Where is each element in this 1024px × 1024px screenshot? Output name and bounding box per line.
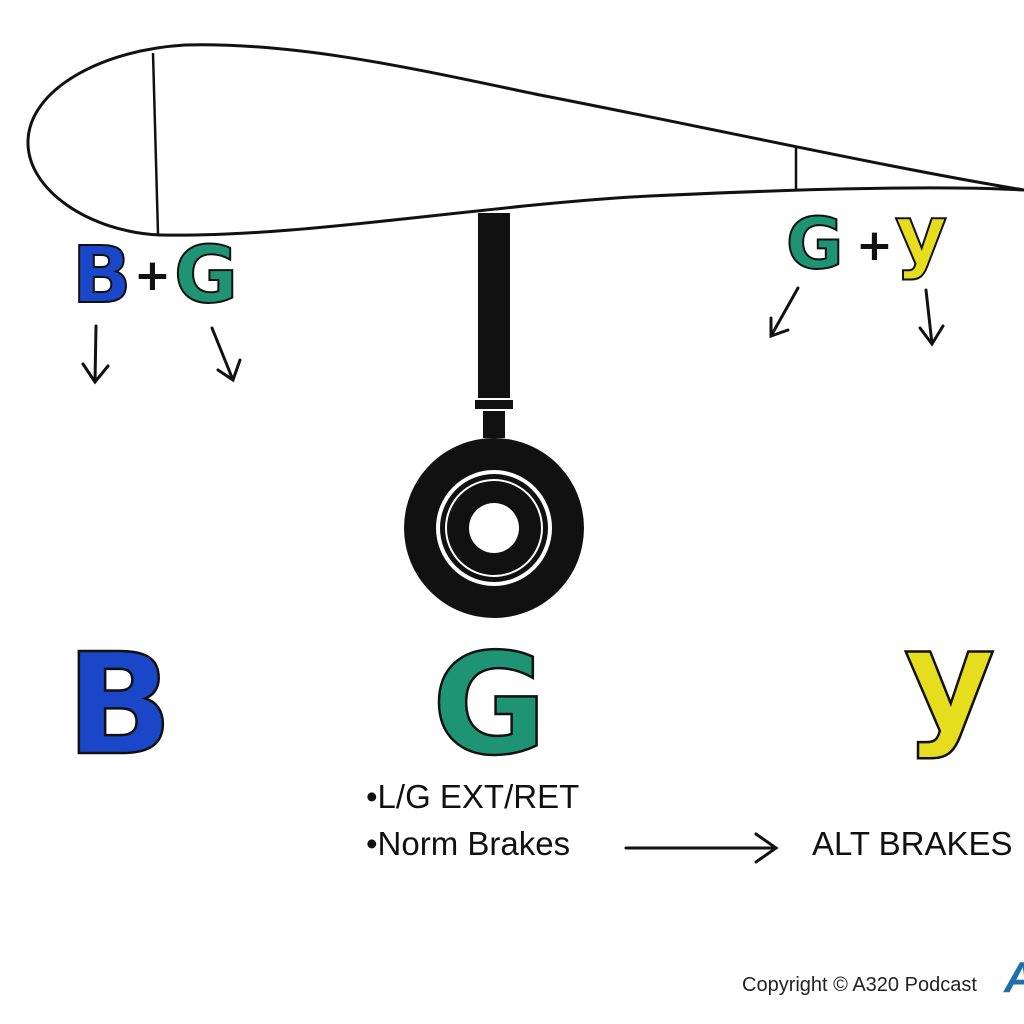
green-function-brakes: •Norm Brakes [366,825,570,862]
right-flap-label: G + y [785,187,948,286]
brakes-arrow [624,832,779,864]
gear-lower-strut [483,411,505,438]
gear-upper-strut [478,213,510,398]
right-flap-green-letter: G [786,203,843,285]
down-arrow-icon [81,324,110,385]
podcast-logo-fragment: A [1003,953,1024,1002]
yellow-system-letter: y [904,599,995,762]
right-flap-plus: + [856,220,893,271]
left-flap-plus: + [134,250,171,301]
down-arrow-icon [918,288,945,347]
wheel-rim-inner [445,479,543,577]
green-system-letter: G [432,624,547,787]
wheel-hub [469,503,519,553]
copyright-notice: Copyright © A320 Podcast [742,974,977,996]
left-flap-green-letter: G [174,231,238,321]
down-arrow-icon [769,286,800,339]
wheel-rim-outer [436,470,552,586]
left-flap-arrows [81,324,242,385]
green-function-gear: •L/G EXT/RET [366,778,579,815]
left-flap-label: B + G [71,230,239,322]
down-arrow-icon [210,326,242,383]
wing-front-spar [151,52,160,235]
blue-system-letter: B [66,624,173,787]
yellow-function-alt-brakes: ALT BRAKES [812,825,1013,862]
left-flap-blue-letter: B [72,231,131,321]
gear-collar [475,400,513,409]
landing-gear [404,213,584,618]
right-flap-arrows [769,286,945,347]
right-arrow-icon [754,832,779,864]
right-flap-yellow-letter: y [895,188,947,281]
wing-airfoil [26,43,1024,237]
